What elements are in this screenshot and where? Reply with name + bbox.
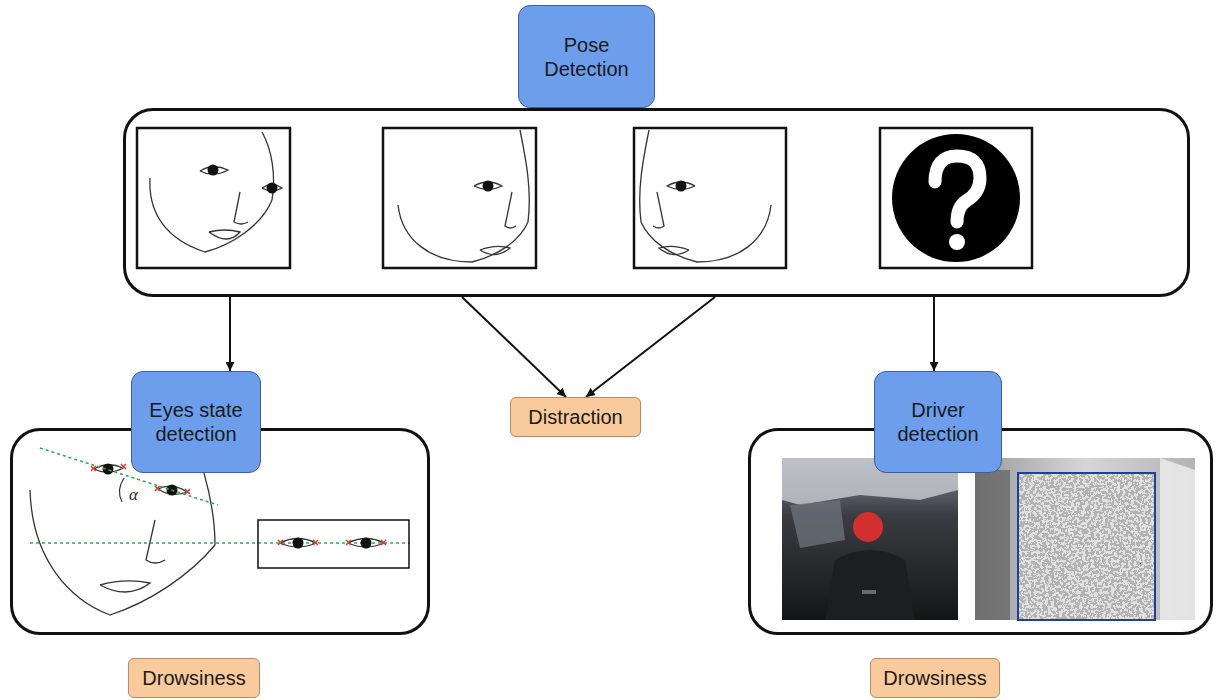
face-panel <box>137 128 290 268</box>
frontal-face <box>150 132 282 252</box>
face-panel <box>634 128 786 268</box>
eye-state-illustration <box>278 540 386 545</box>
eye-state-illustration <box>155 486 160 491</box>
face-panel <box>383 128 536 268</box>
edge-image-photo <box>1160 458 1195 620</box>
eye-state-illustration <box>119 478 124 502</box>
panel-frame <box>634 128 786 268</box>
question-icon <box>949 234 965 250</box>
unknown-pose-panel <box>880 128 1032 268</box>
flow-arrow <box>462 297 566 397</box>
box-label: Distraction <box>528 405 622 429</box>
eye-state-illustration <box>91 466 96 471</box>
car-photo <box>825 550 915 620</box>
stage-heading: Driver detection <box>874 371 1002 473</box>
stage-panel: Driver detection <box>748 428 1213 635</box>
eye-state-illustration <box>100 581 150 592</box>
eye-state-illustration <box>146 520 165 563</box>
frontal-face <box>209 230 240 239</box>
edge-image-photo <box>975 458 1195 620</box>
panel-frame <box>880 128 1032 268</box>
frontal-face <box>267 183 278 194</box>
edge-image-photo <box>975 470 1010 620</box>
panel-frame <box>137 128 290 268</box>
box-label: Drowsiness <box>883 666 986 690</box>
frontal-face <box>208 165 219 176</box>
eye-state-illustration <box>185 489 190 494</box>
eye-state-illustration <box>361 538 372 549</box>
edge-image-photo <box>975 458 1195 620</box>
car-photo <box>782 458 958 620</box>
eye-state-illustration <box>121 464 126 469</box>
car-photo <box>853 512 883 542</box>
eye-state-illustration <box>346 540 351 545</box>
profile-face <box>398 130 529 262</box>
result-box: Drowsiness <box>128 658 260 698</box>
frontal-face <box>150 178 272 252</box>
eye-state-illustration <box>258 520 409 568</box>
angle-label: α <box>129 486 138 503</box>
stage-heading: Pose Detection <box>518 5 655 108</box>
eye-state-illustration <box>293 538 304 549</box>
eye-state-illustration <box>278 540 283 545</box>
flow-arrow <box>933 297 935 371</box>
stage-panel: Pose Detection <box>123 108 1190 297</box>
profile-face <box>640 130 771 262</box>
frontal-face <box>234 192 248 224</box>
car-photo <box>862 590 876 594</box>
edge-image-photo <box>1018 473 1155 620</box>
edge-image-photo <box>1018 473 1155 620</box>
box-label: Drowsiness <box>142 666 245 690</box>
result-box: Drowsiness <box>870 658 1000 698</box>
car-photo <box>790 500 845 548</box>
eye-state-illustration <box>381 540 386 545</box>
result-box: Distraction <box>510 397 641 437</box>
eye-state-illustration <box>30 542 410 544</box>
car-photo <box>782 458 958 620</box>
stage-panel: Eyes state detection <box>10 428 430 635</box>
question-icon <box>935 156 980 222</box>
flow-arrow <box>229 297 231 371</box>
eye-state-illustration <box>313 540 318 545</box>
eye-state-illustration <box>30 490 215 615</box>
question-icon <box>892 134 1020 262</box>
flow-arrow <box>586 297 715 397</box>
panel-frame <box>383 128 536 268</box>
stage-heading: Eyes state detection <box>131 371 261 473</box>
